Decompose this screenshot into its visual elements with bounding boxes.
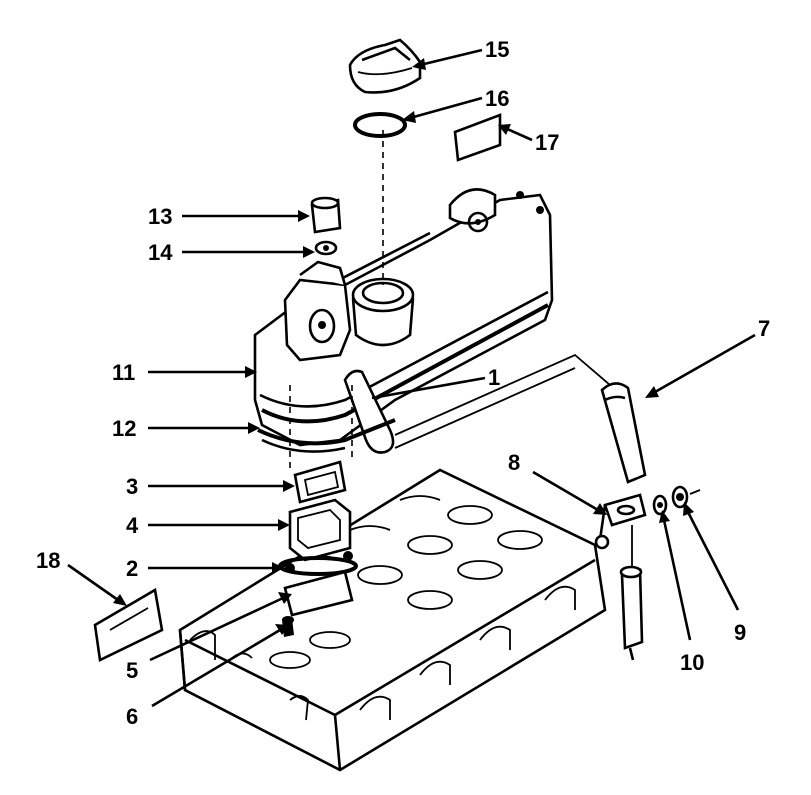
decal-17 (453, 113, 502, 162)
callout-5: 5 (126, 658, 138, 683)
callout-12: 12 (112, 416, 136, 441)
callout-4: 4 (126, 513, 139, 538)
filler-cap (348, 38, 422, 94)
callout-14: 14 (148, 240, 173, 265)
callout-13: 13 (148, 204, 172, 229)
callout-1: 1 (488, 365, 500, 390)
callout-3: 3 (126, 474, 138, 499)
breather-hose (600, 382, 647, 484)
cover-gasket (257, 418, 396, 446)
callout-16: 16 (485, 86, 509, 111)
tube-filter (619, 525, 644, 661)
decal-18 (93, 587, 164, 662)
breather-housing (288, 498, 352, 562)
callout-17: 17 (535, 130, 559, 155)
callout-7: 7 (758, 316, 770, 341)
callout-15: 15 (485, 37, 509, 62)
callout-10: 10 (680, 650, 704, 675)
cap-nut (310, 196, 342, 234)
leader-lines (67, 48, 756, 708)
filler-cap-o-ring (353, 112, 407, 138)
breather-plate (283, 570, 354, 617)
callout-8: 8 (508, 450, 520, 475)
callout-6: 6 (126, 704, 138, 729)
hose-bracket (594, 493, 647, 550)
callout-11: 11 (112, 360, 135, 385)
callout-9: 9 (734, 620, 746, 645)
cover-gasket-inner (261, 438, 346, 453)
valve-cover (253, 188, 554, 454)
callout-labels: 15 16 17 13 14 11 1 12 7 8 3 4 18 2 9 10… (36, 37, 770, 729)
callout-18: 18 (36, 548, 60, 573)
breather-element (293, 460, 347, 504)
callout-2: 2 (126, 556, 138, 581)
cylinder-head (178, 468, 607, 772)
